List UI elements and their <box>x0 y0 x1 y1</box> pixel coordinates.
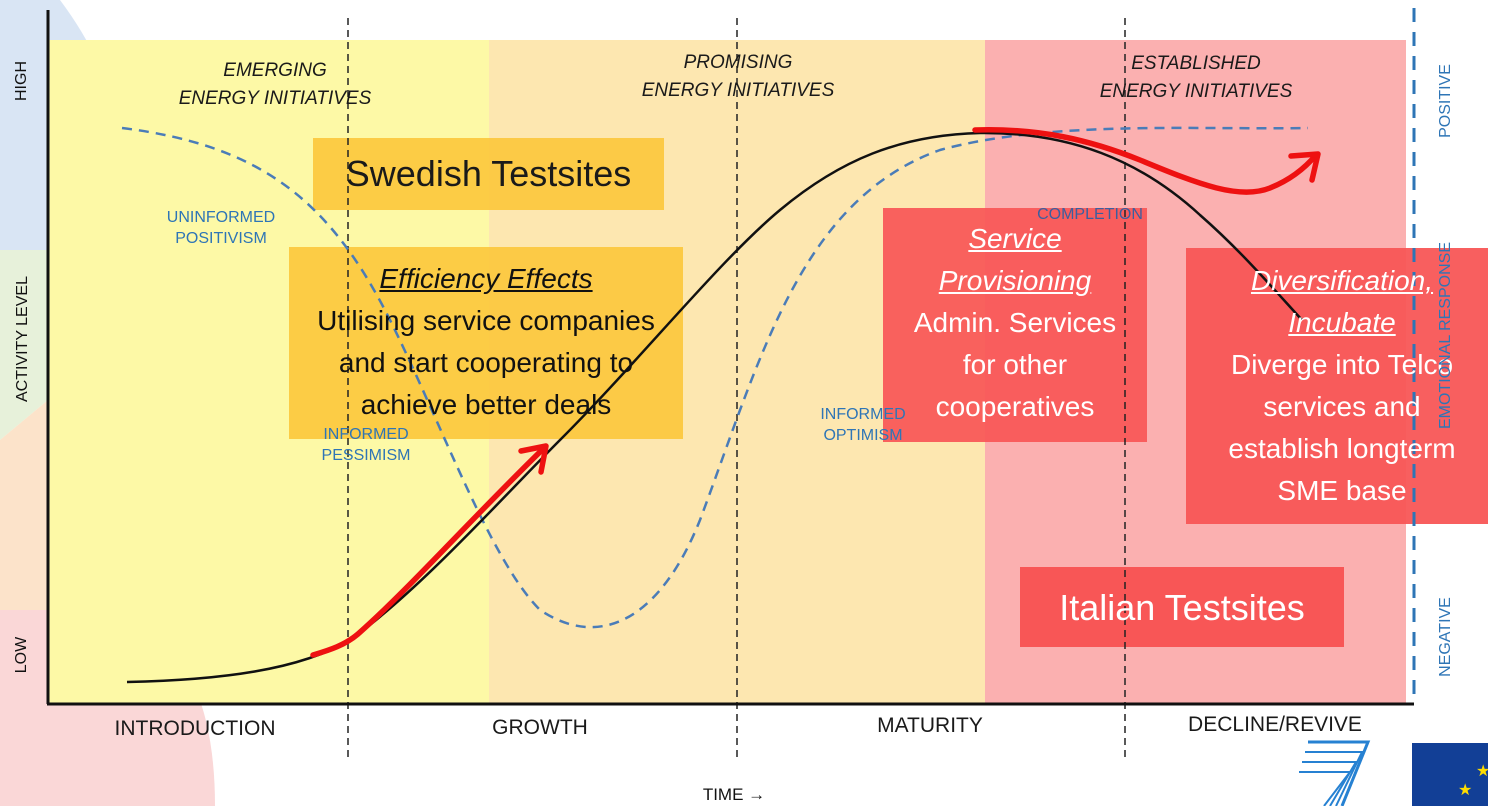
swedish-testsites-box <box>313 138 664 210</box>
fp7-logo <box>1299 740 1371 806</box>
svg-text:★: ★ <box>1476 761 1488 780</box>
diversification-box <box>1186 248 1488 524</box>
eu-flag: ★ ★ <box>1412 743 1488 806</box>
emotion-informed-pessimism: INFORMED PESSIMISM <box>290 424 442 466</box>
phase-label-promising: PROMISING ENERGY INITIATIVES <box>622 49 854 105</box>
service-line1: Admin. Services <box>913 307 1117 338</box>
diversification-line2: services and <box>1263 391 1421 422</box>
emotion-uninformed-line1: UNINFORMED <box>166 209 276 226</box>
diversification-line3: establish longterm <box>1228 433 1456 464</box>
stage-maturity: MATURITY <box>877 714 983 737</box>
diversification-title1: Diversification, <box>1250 265 1434 296</box>
y-axis-high-label: HIGH <box>13 61 30 101</box>
revive-arrow <box>972 127 1319 195</box>
efficiency-title: Efficiency Effects <box>379 263 593 294</box>
service-box <box>883 208 1147 442</box>
efficiency-effects-text: Efficiency Effects Utilising service com… <box>283 258 689 426</box>
emotion-optimism-line2: OPTIMISM <box>823 427 903 444</box>
stage-growth: GROWTH <box>492 716 588 739</box>
emotion-uninformed-positivism: UNINFORMED POSITIVISM <box>140 207 302 249</box>
phase-promising-line1: PROMISING <box>683 52 793 73</box>
italian-testsites-label: Italian Testsites <box>1059 587 1305 628</box>
phase-established-line1: ESTABLISHED <box>1131 53 1261 74</box>
right-axis-positive-label: POSITIVE <box>1437 64 1454 138</box>
service-title2: Provisioning <box>938 265 1092 296</box>
service-line3: cooperatives <box>935 391 1095 422</box>
italian-testsites-box <box>1020 567 1344 647</box>
emotion-pessimism-line1: INFORMED <box>323 426 409 443</box>
stage-decline-revive: DECLINE/REVIVE <box>1188 713 1362 736</box>
emotion-pessimism-line2: PESSIMISM <box>321 447 411 464</box>
revive-arrow-head <box>1288 151 1321 183</box>
emotion-optimism-line1: INFORMED <box>820 406 906 423</box>
service-title1: Service <box>968 223 1062 254</box>
service-provisioning-text: Service Provisioning Admin. Services for… <box>883 218 1147 428</box>
emotion-completion: COMPLETION <box>1037 206 1143 223</box>
stage-introduction: INTRODUCTION <box>114 717 276 740</box>
y-axis-low-label: LOW <box>13 636 30 674</box>
phase-established-line2: ENERGY INITIATIVES <box>1099 81 1293 102</box>
swedish-testsites-label: Swedish Testsites <box>345 153 632 194</box>
phase-promising-line2: ENERGY INITIATIVES <box>641 80 835 101</box>
diversification-title2: Incubate <box>1288 307 1396 338</box>
right-axis-negative-label: NEGATIVE <box>1437 597 1454 677</box>
efficiency-box <box>289 247 683 439</box>
growth-arrow-head <box>518 443 549 475</box>
growth-arrow <box>310 445 547 658</box>
service-line2: for other <box>962 349 1068 380</box>
right-axis-label: EMOTIONAL RESPONSE <box>1437 242 1454 429</box>
svg-text:★: ★ <box>1458 780 1472 799</box>
efficiency-line3: achieve better deals <box>360 389 612 420</box>
phase-label-emerging: EMERGING ENERGY INITIATIVES <box>160 57 390 113</box>
efficiency-line1: Utilising service companies <box>317 305 655 336</box>
emotional-response-curve <box>121 126 1309 629</box>
emotion-uninformed-line2: POSITIVISM <box>175 230 267 247</box>
diversification-text: Diversification, Incubate Diverge into T… <box>1196 260 1488 512</box>
y-axis-label: ACTIVITY LEVEL <box>14 276 31 402</box>
efficiency-line2: and start cooperating to <box>338 347 634 378</box>
phase-emerging-line1: EMERGING <box>223 60 327 81</box>
diversification-line1: Diverge into Telco <box>1230 349 1454 380</box>
diversification-line4: SME base <box>1277 475 1407 506</box>
emotion-informed-optimism: INFORMED OPTIMISM <box>788 404 938 446</box>
x-axis-label: TIME → <box>702 785 766 804</box>
phase-emerging-line2: ENERGY INITIATIVES <box>178 88 372 109</box>
phase-label-established: ESTABLISHED ENERGY INITIATIVES <box>1080 50 1312 106</box>
